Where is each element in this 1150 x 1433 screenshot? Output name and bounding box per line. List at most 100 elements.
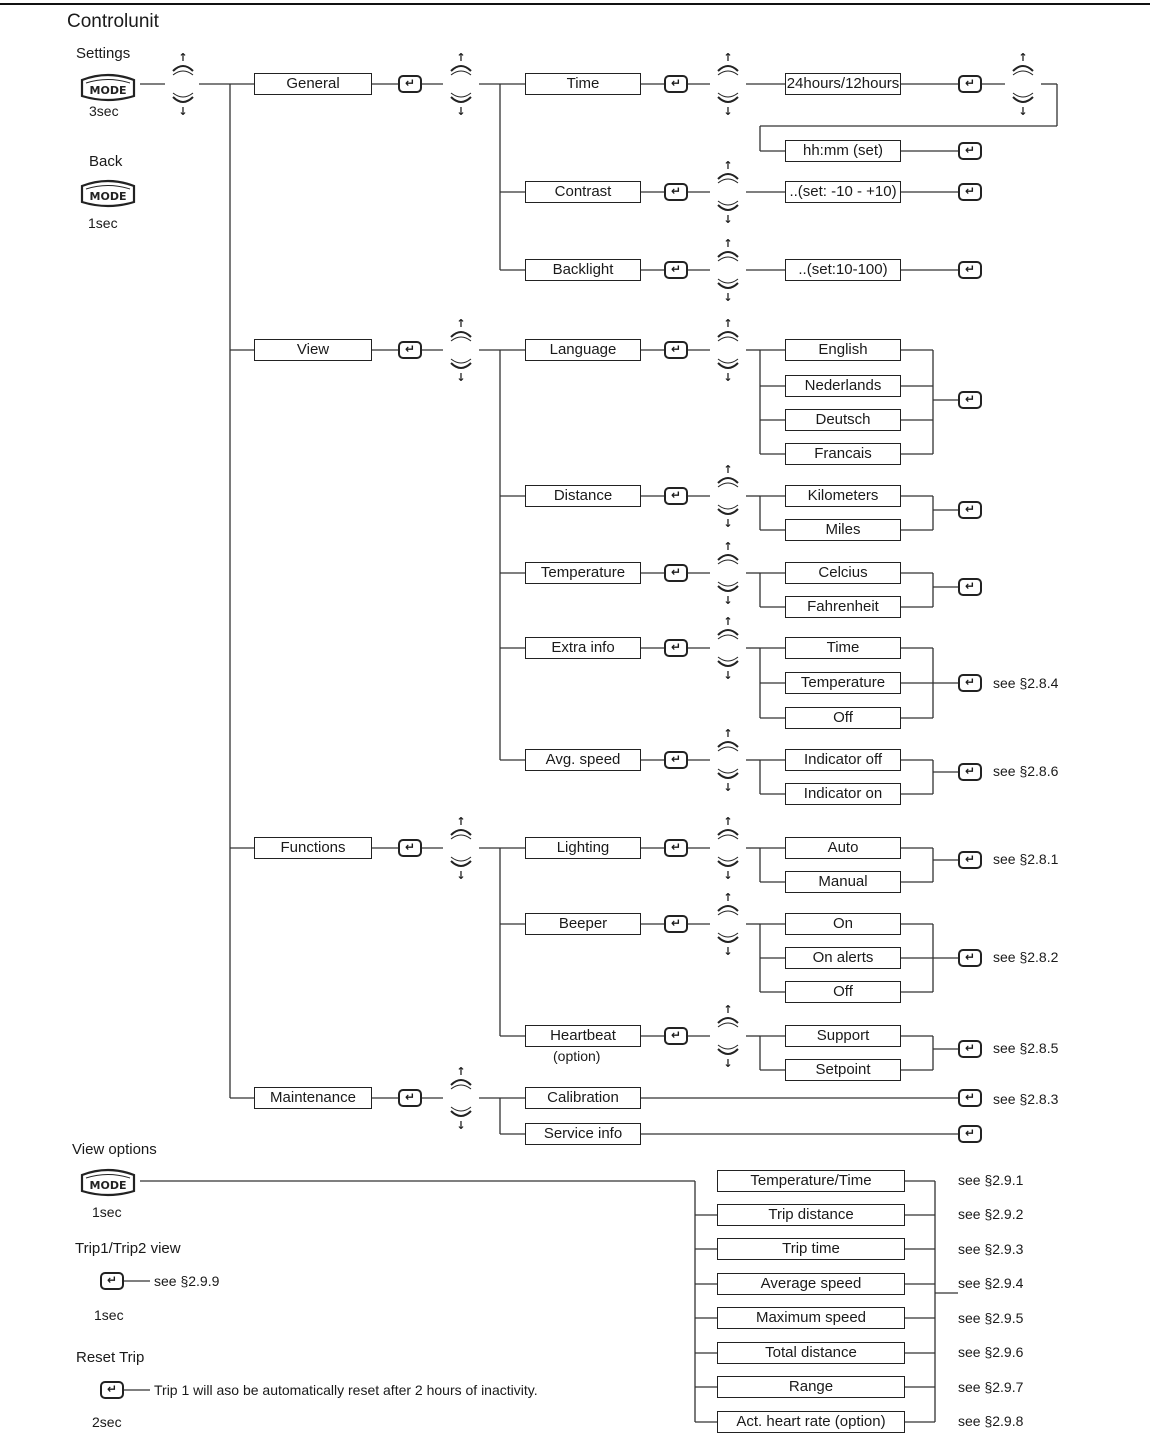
reset-trip-duration: 2sec bbox=[92, 1414, 122, 1430]
view-item-heart-rate: Act. heart rate (option) bbox=[717, 1411, 905, 1433]
svg-text:↑: ↑ bbox=[723, 1003, 732, 1016]
submenu-contrast: Contrast bbox=[525, 181, 641, 203]
section-reference: see §2.8.1 bbox=[993, 851, 1059, 867]
option-extra-temperature: Temperature bbox=[785, 672, 901, 694]
svg-text:↑: ↑ bbox=[723, 891, 732, 904]
enter-icon: ↵ bbox=[958, 75, 982, 93]
svg-text:↑: ↑ bbox=[723, 159, 732, 172]
svg-text:↑: ↑ bbox=[178, 51, 187, 64]
diagram-title: Controlunit bbox=[67, 11, 159, 32]
section-reference: see §2.9.5 bbox=[958, 1310, 1024, 1326]
option-fahrenheit: Fahrenheit bbox=[785, 596, 901, 618]
trip-view-duration: 1sec bbox=[94, 1307, 124, 1323]
svg-text:↓: ↓ bbox=[456, 1119, 465, 1131]
section-reference: see §2.8.6 bbox=[993, 763, 1059, 779]
scroll-updown-icon: ↑↓ bbox=[710, 317, 746, 384]
menu-general: General bbox=[254, 73, 372, 95]
svg-text:↑: ↑ bbox=[456, 317, 465, 330]
section-reference: see §2.9.2 bbox=[958, 1206, 1024, 1222]
svg-text:↑: ↑ bbox=[456, 51, 465, 64]
section-reference: see §2.9.3 bbox=[958, 1241, 1024, 1257]
svg-text:↑: ↑ bbox=[1018, 51, 1027, 64]
svg-text:MODE: MODE bbox=[90, 1179, 127, 1192]
enter-icon: ↵ bbox=[398, 839, 422, 857]
svg-text:↑: ↑ bbox=[456, 815, 465, 828]
svg-text:↓: ↓ bbox=[178, 105, 187, 117]
back-label: Back bbox=[89, 153, 123, 170]
section-reference: see §2.9.6 bbox=[958, 1344, 1024, 1360]
scroll-updown-icon: ↑↓ bbox=[710, 815, 746, 882]
svg-text:↓: ↓ bbox=[1018, 105, 1027, 117]
scroll-updown-icon: ↑↓ bbox=[710, 237, 746, 304]
settings-duration: 3sec bbox=[89, 103, 119, 119]
enter-icon: ↵ bbox=[958, 578, 982, 596]
enter-icon: ↵ bbox=[100, 1272, 124, 1290]
svg-text:↓: ↓ bbox=[723, 669, 732, 681]
svg-text:↓: ↓ bbox=[723, 594, 732, 606]
option-beeper-off: Off bbox=[785, 981, 901, 1003]
svg-text:↓: ↓ bbox=[456, 371, 465, 383]
enter-icon: ↵ bbox=[664, 75, 688, 93]
enter-icon: ↵ bbox=[958, 1125, 982, 1143]
view-item-trip-distance: Trip distance bbox=[717, 1204, 905, 1226]
submenu-service-info: Service info bbox=[525, 1123, 641, 1145]
option-extra-off: Off bbox=[785, 707, 901, 729]
enter-icon: ↵ bbox=[958, 183, 982, 201]
option-hhmm-set: hh:mm (set) bbox=[785, 140, 901, 162]
svg-text:↓: ↓ bbox=[723, 945, 732, 957]
submenu-calibration: Calibration bbox=[525, 1087, 641, 1109]
scroll-updown-icon: ↑↓ bbox=[443, 317, 479, 384]
svg-text:↓: ↓ bbox=[456, 869, 465, 881]
mode-button-icon: MODE bbox=[78, 1167, 138, 1197]
scroll-updown-icon: ↑↓ bbox=[710, 727, 746, 794]
enter-icon: ↵ bbox=[664, 751, 688, 769]
svg-text:↓: ↓ bbox=[723, 1057, 732, 1069]
submenu-heartbeat: Heartbeat bbox=[525, 1025, 641, 1047]
reset-trip-note: Trip 1 will aso be automatically reset a… bbox=[154, 1382, 538, 1398]
submenu-lighting: Lighting bbox=[525, 837, 641, 859]
svg-text:↑: ↑ bbox=[723, 317, 732, 330]
submenu-language: Language bbox=[525, 339, 641, 361]
option-extra-time: Time bbox=[785, 637, 901, 659]
option-celcius: Celcius bbox=[785, 562, 901, 584]
enter-icon: ↵ bbox=[958, 851, 982, 869]
enter-icon: ↵ bbox=[398, 341, 422, 359]
scroll-updown-icon: ↑↓ bbox=[1005, 51, 1041, 118]
scroll-updown-icon: ↑↓ bbox=[443, 51, 479, 118]
option-setpoint: Setpoint bbox=[785, 1059, 901, 1081]
svg-text:↑: ↑ bbox=[723, 727, 732, 740]
enter-icon: ↵ bbox=[958, 674, 982, 692]
option-deutsch: Deutsch bbox=[785, 409, 901, 431]
scroll-updown-icon: ↑↓ bbox=[710, 159, 746, 226]
enter-icon: ↵ bbox=[664, 1027, 688, 1045]
svg-text:MODE: MODE bbox=[90, 84, 127, 97]
section-reference: see §2.8.2 bbox=[993, 949, 1059, 965]
menu-view: View bbox=[254, 339, 372, 361]
settings-label: Settings bbox=[76, 45, 131, 62]
enter-icon: ↵ bbox=[958, 1089, 982, 1107]
view-item-maximum-speed: Maximum speed bbox=[717, 1307, 905, 1329]
section-reference: see §2.8.5 bbox=[993, 1040, 1059, 1056]
enter-icon: ↵ bbox=[958, 501, 982, 519]
view-item-range: Range bbox=[717, 1376, 905, 1398]
enter-icon: ↵ bbox=[664, 183, 688, 201]
svg-text:↓: ↓ bbox=[723, 517, 732, 529]
section-reference: see §2.9.1 bbox=[958, 1172, 1024, 1188]
svg-text:↓: ↓ bbox=[456, 105, 465, 117]
scroll-updown-icon: ↑↓ bbox=[710, 891, 746, 958]
option-contrast-set: ..(set: -10 - +10) bbox=[785, 181, 901, 203]
menu-functions: Functions bbox=[254, 837, 372, 859]
scroll-updown-icon: ↑↓ bbox=[443, 815, 479, 882]
enter-icon: ↵ bbox=[958, 391, 982, 409]
scroll-updown-icon: ↑↓ bbox=[165, 51, 201, 118]
svg-text:↑: ↑ bbox=[723, 540, 732, 553]
svg-text:↑: ↑ bbox=[723, 463, 732, 476]
option-auto: Auto bbox=[785, 837, 901, 859]
view-options-duration: 1sec bbox=[92, 1204, 122, 1220]
submenu-backlight: Backlight bbox=[525, 259, 641, 281]
enter-icon: ↵ bbox=[958, 763, 982, 781]
scroll-updown-icon: ↑↓ bbox=[710, 463, 746, 530]
mode-button-icon: MODE bbox=[78, 72, 138, 102]
enter-icon: ↵ bbox=[958, 142, 982, 160]
submenu-time: Time bbox=[525, 73, 641, 95]
